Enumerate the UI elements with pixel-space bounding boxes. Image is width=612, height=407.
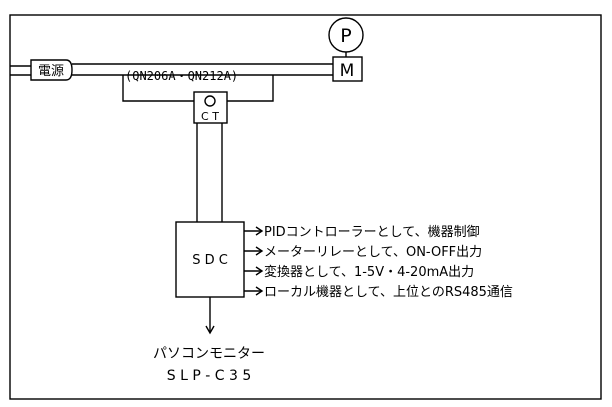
pc-monitor-label: パソコンモニター bbox=[153, 346, 265, 362]
output-arrowhead-2 bbox=[255, 246, 264, 256]
ct-model-label: (QN206A・QN212A) bbox=[125, 69, 238, 83]
output-label-meter-relay: メーターリレーとして、ON-OFF出力 bbox=[264, 245, 482, 260]
monitor-arrowhead bbox=[205, 325, 215, 335]
ct-loop-left bbox=[122, 75, 194, 102]
sdc-label: S D C bbox=[192, 253, 228, 268]
pump-label: P bbox=[340, 25, 351, 47]
motor-label: M bbox=[340, 61, 355, 81]
output-arrowhead-1 bbox=[255, 226, 264, 236]
output-label-converter: 変換器として、1-5V・4-20mA出力 bbox=[264, 264, 474, 280]
sdc-box bbox=[175, 221, 245, 298]
output-arrowhead-3 bbox=[255, 266, 264, 276]
output-arrowhead-4 bbox=[255, 286, 264, 296]
pc-monitor-model: S L P - C 3 5 bbox=[167, 368, 251, 384]
diagram-frame bbox=[9, 14, 602, 400]
output-label-pid: PIDコントローラーとして、機器制御 bbox=[264, 225, 480, 240]
output-label-rs485: ローカル機器として、上位とのRS485通信 bbox=[264, 285, 513, 300]
ct-core-icon bbox=[204, 95, 216, 107]
power-plug-icon bbox=[30, 59, 73, 81]
ct-label: C T bbox=[201, 110, 219, 123]
power-source-label: 電源 bbox=[38, 64, 64, 79]
motor-box bbox=[332, 56, 363, 82]
ct-loop-right bbox=[227, 75, 274, 102]
